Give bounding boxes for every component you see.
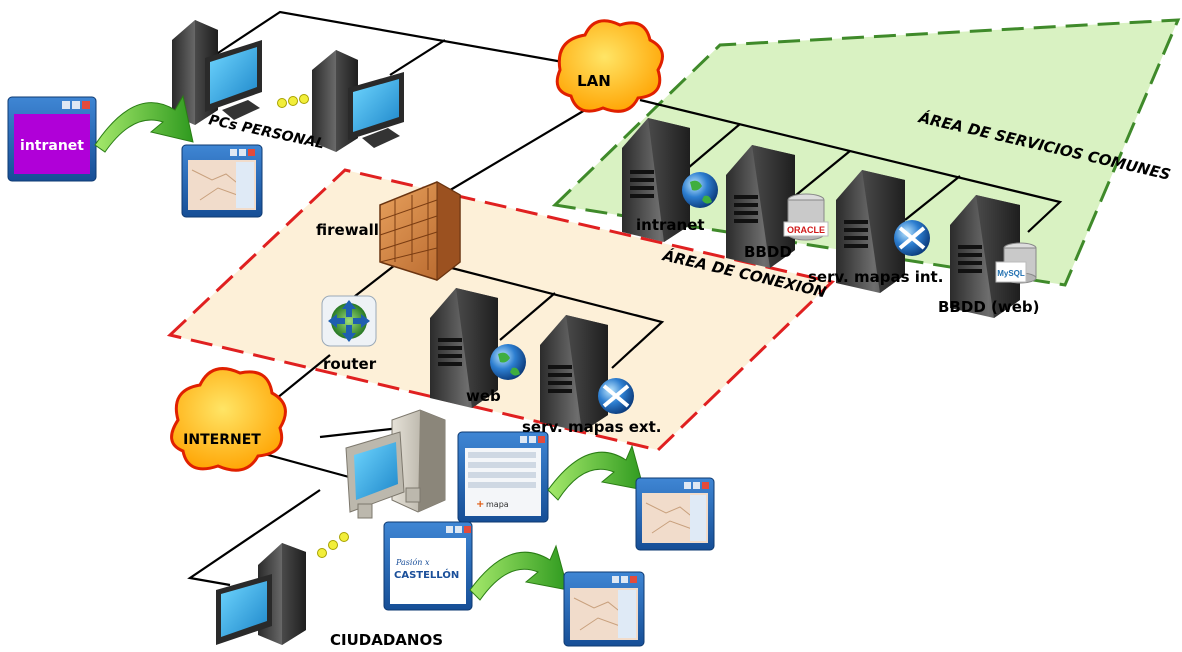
server-mapas-int — [836, 170, 930, 293]
network-links — [187, 10, 1063, 587]
firewall-wall — [379, 181, 461, 282]
mapa-label: mapa — [486, 500, 509, 509]
pc-ciudadano-beige — [345, 409, 446, 519]
server-mapas-ext-label: serv. mapas ext. — [522, 418, 661, 436]
castellon-line1: Pasión x — [395, 558, 430, 567]
router-label: router — [323, 355, 377, 373]
lan-label: LAN — [577, 72, 611, 90]
area-servicios-comunes — [551, 18, 1181, 287]
internet-label: INTERNET — [183, 432, 261, 448]
intranet-app-window: intranet — [7, 96, 97, 182]
intranet-app-label: intranet — [20, 138, 84, 154]
router-icon — [321, 295, 377, 347]
castellon-app-window: Pasión x CASTELLÓN — [383, 521, 473, 611]
green-arrow-2 — [547, 444, 645, 501]
oracle-badge: ORACLE — [787, 225, 825, 235]
server-bbdd-web-label: BBDD (web) — [938, 298, 1039, 316]
pc-personal-1 — [172, 20, 262, 125]
server-bbdd-label: BBDD — [744, 243, 792, 261]
mysql-badge: MySQL — [997, 269, 1025, 278]
map-window-2 — [635, 477, 715, 551]
green-arrow-1 — [94, 94, 194, 153]
mapa-app-window: + mapa — [457, 431, 549, 523]
server-intranet — [622, 118, 718, 242]
server-intranet-label: intranet — [636, 216, 705, 234]
firewall-label: firewall — [316, 221, 379, 239]
green-arrow-3 — [469, 544, 569, 601]
svg-text:+: + — [476, 499, 484, 510]
ciudadanos-label: CIUDADANOS — [330, 631, 443, 649]
lan-cloud — [555, 19, 664, 113]
map-window-3 — [563, 571, 645, 647]
ellipsis-dots-bottom — [317, 532, 349, 558]
server-web — [430, 288, 526, 408]
area-conexion — [166, 168, 836, 452]
pc-ciudadano-dark — [216, 543, 306, 645]
server-mapas-ext — [540, 315, 634, 432]
server-bbdd: ORACLE — [726, 145, 829, 268]
server-mapas-int-label: serv. mapas int. — [808, 268, 943, 286]
ellipsis-dots-top — [277, 94, 309, 108]
internet-cloud — [170, 367, 287, 472]
map-window-1 — [181, 144, 263, 218]
castellon-line2: CASTELLÓN — [394, 568, 459, 581]
server-bbdd-web: MySQL — [950, 195, 1037, 318]
server-web-label: web — [466, 387, 501, 405]
pc-personal-2 — [312, 50, 404, 152]
